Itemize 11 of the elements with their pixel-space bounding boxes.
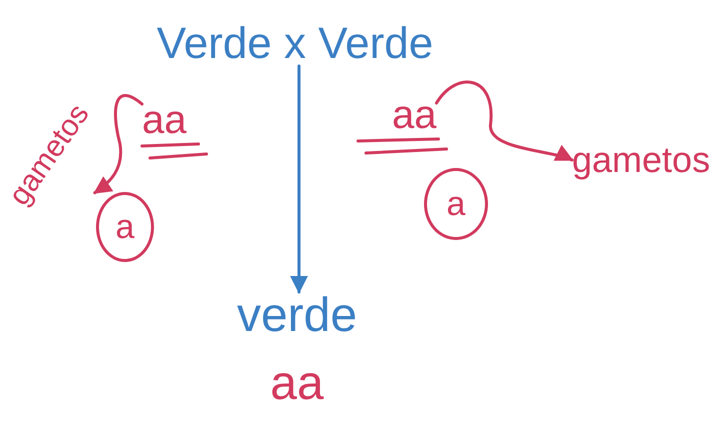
gametes-label: gametos bbox=[572, 142, 710, 178]
gamete-circle: a bbox=[96, 192, 154, 262]
genotype-label: aa bbox=[392, 95, 436, 135]
genotype-label: aa bbox=[142, 100, 186, 140]
cross-label: Verde x Verde bbox=[140, 22, 450, 66]
genotype-label: aa bbox=[262, 360, 332, 408]
offspring-label: verde bbox=[232, 292, 362, 340]
gamete-circle: a bbox=[424, 168, 488, 240]
curved-arrow bbox=[435, 80, 574, 162]
curved-arrow bbox=[93, 94, 144, 194]
arrow bbox=[290, 64, 308, 294]
